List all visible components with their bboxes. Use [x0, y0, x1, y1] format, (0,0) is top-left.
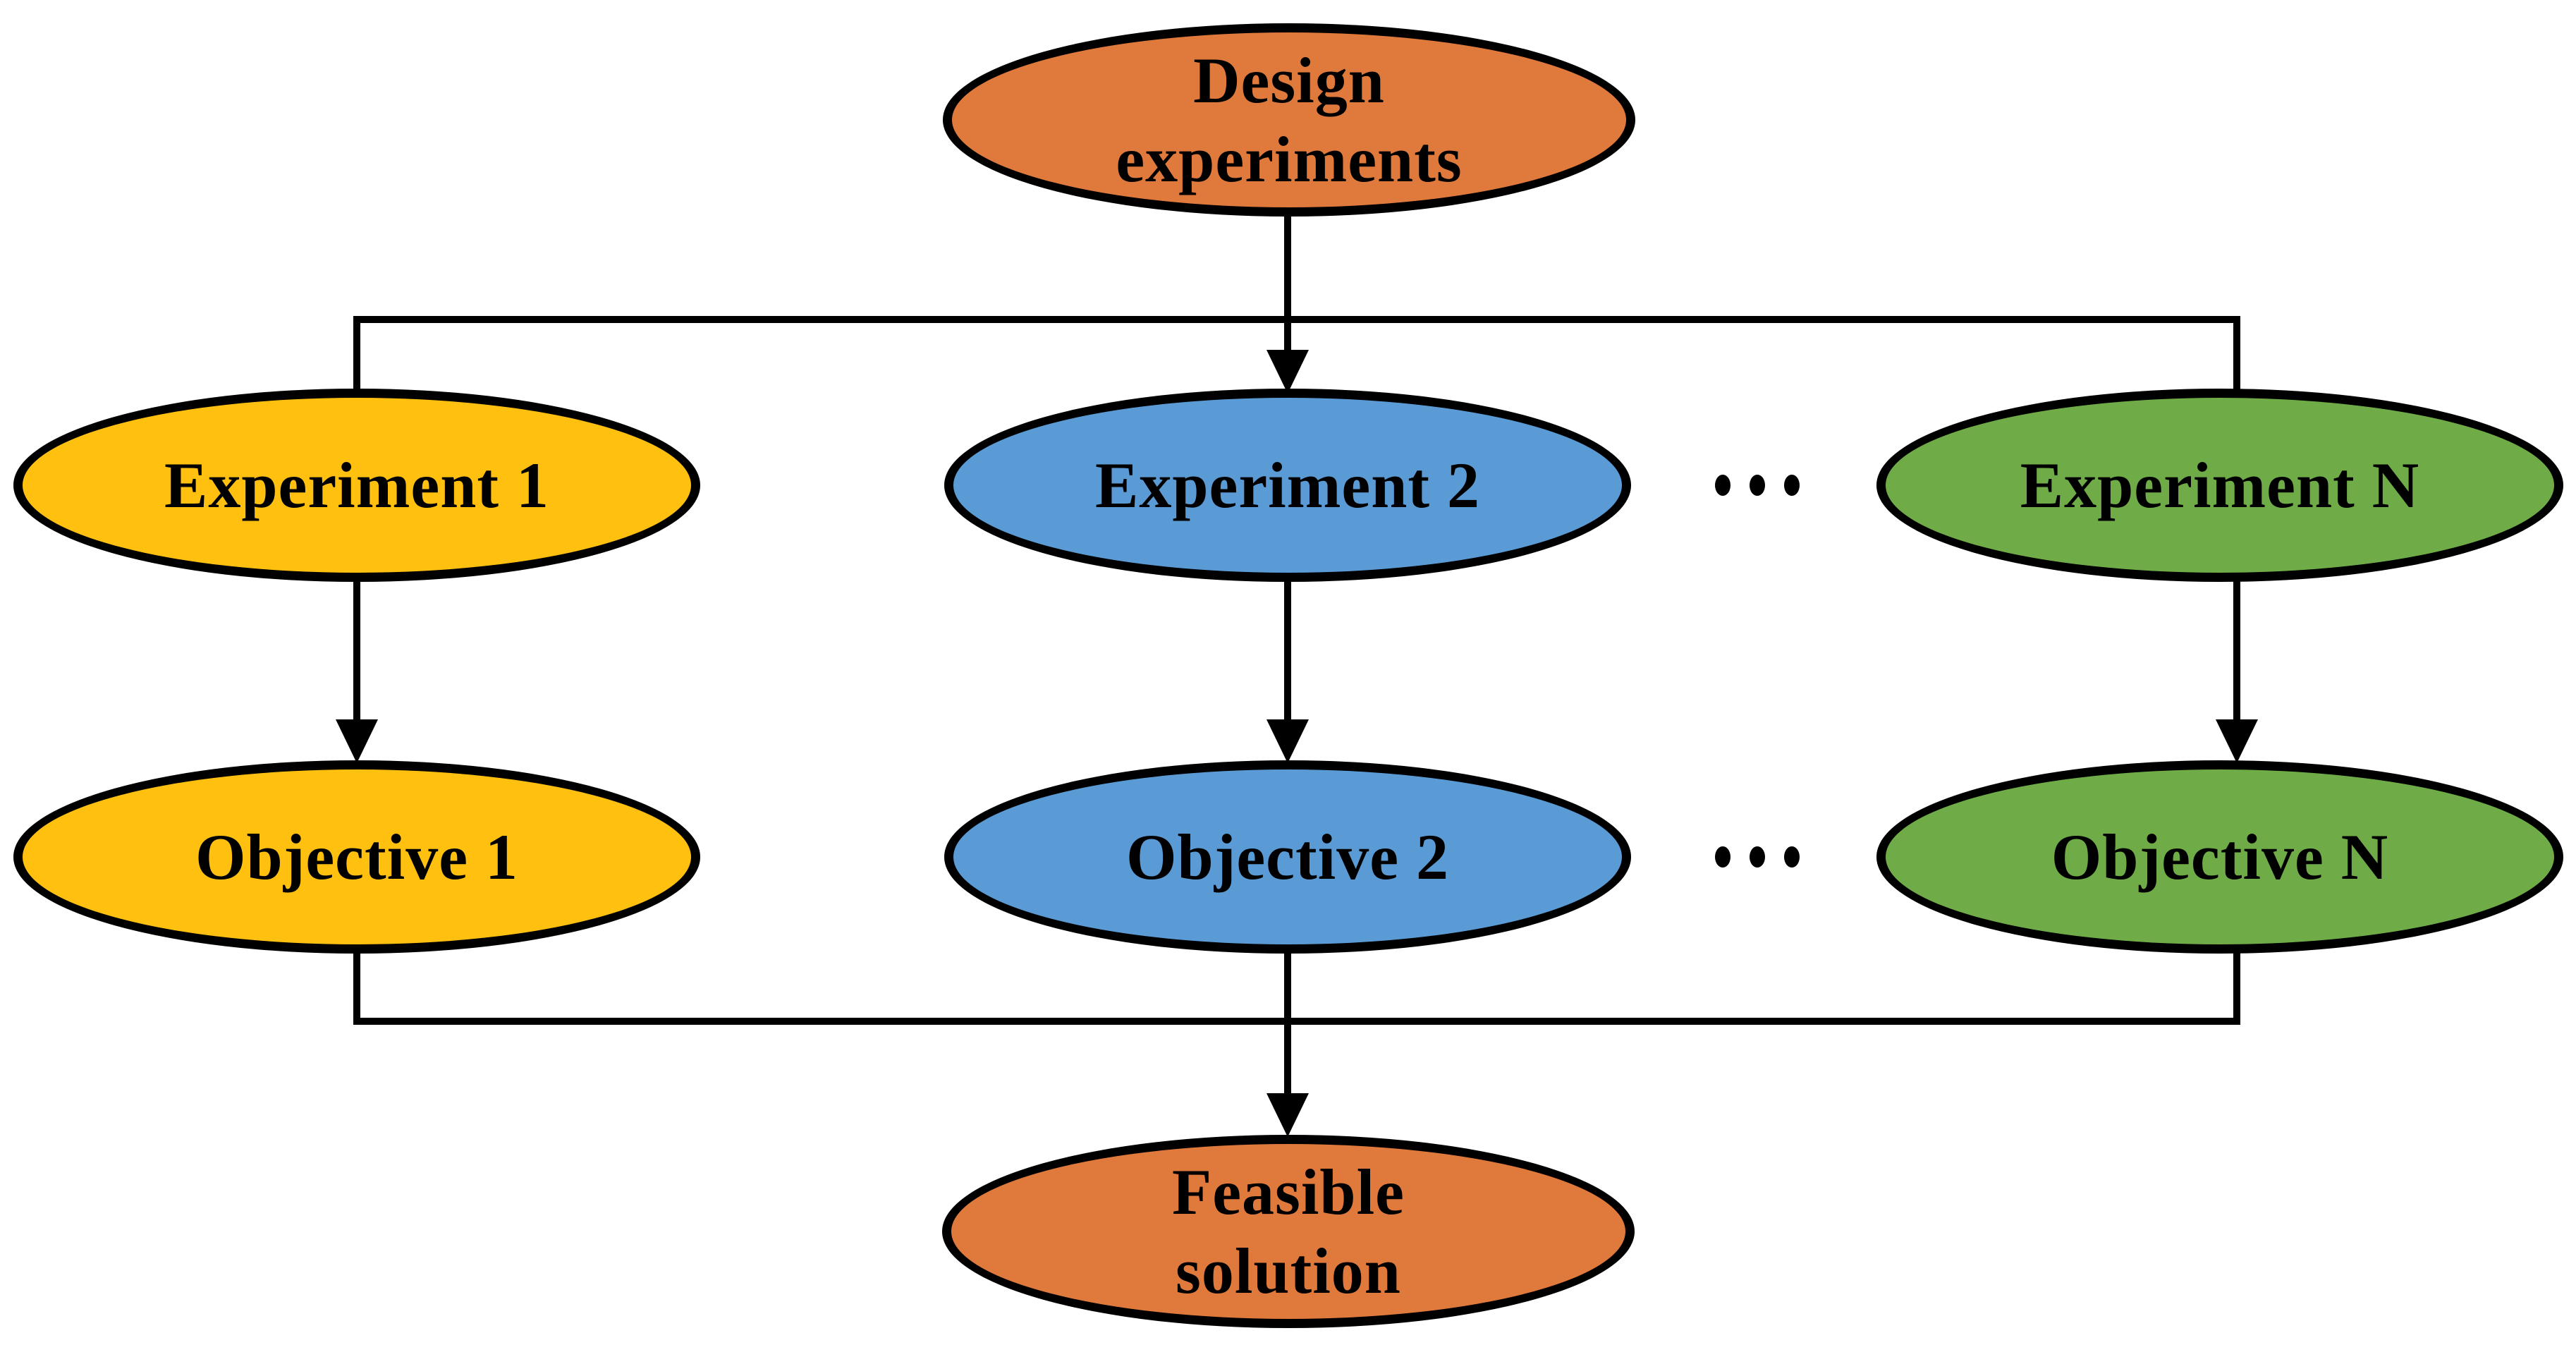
- node-label: Experiment 1: [164, 449, 550, 521]
- ellipsis-dots-objectives-row: [1715, 846, 1800, 868]
- connector-objectiveN-to-converge: [2233, 949, 2240, 1025]
- node-label: Experiment N: [2020, 449, 2420, 521]
- dot-icon: [1784, 475, 1800, 496]
- dot-icon: [1750, 475, 1765, 496]
- connector-design-to-experiment2: [1284, 210, 1291, 354]
- node-experiment-1: Experiment 1: [13, 389, 700, 582]
- node-objective-1: Objective 1: [13, 760, 700, 954]
- connector-branch-to-experiment1: [353, 316, 360, 395]
- node-label: experiments: [1116, 123, 1463, 195]
- node-experiment-n: Experiment N: [1876, 389, 2563, 582]
- node-label: Objective 2: [1125, 820, 1450, 893]
- connector-objective1-to-converge: [353, 949, 360, 1025]
- arrowhead-feasible: [1266, 1093, 1309, 1137]
- node-label: Objective N: [2051, 820, 2389, 893]
- arrowhead-objectiveN: [2216, 719, 2258, 763]
- dot-icon: [1715, 846, 1730, 868]
- node-label: Experiment 2: [1094, 449, 1481, 521]
- node-design-experiments: Design experiments: [943, 23, 1635, 217]
- arrowhead-objective2: [1266, 719, 1309, 763]
- arrowhead-objective1: [336, 719, 378, 763]
- connector-branch-to-experimentN: [2233, 316, 2240, 395]
- connector-experiment1-to-objective1: [353, 577, 360, 721]
- dot-icon: [1784, 846, 1800, 868]
- node-objective-n: Objective N: [1876, 760, 2563, 954]
- node-label: solution: [1176, 1235, 1401, 1307]
- node-feasible-solution: Feasible solution: [942, 1135, 1635, 1328]
- node-experiment-2: Experiment 2: [944, 389, 1631, 582]
- connector-converge-line-bottom: [353, 1018, 2240, 1025]
- connector-experiment2-to-objective2: [1284, 577, 1291, 721]
- node-label: Design: [1193, 44, 1385, 116]
- dot-icon: [1715, 475, 1730, 496]
- connector-branch-line-top: [353, 316, 2240, 323]
- node-objective-2: Objective 2: [944, 760, 1631, 954]
- arrowhead-experiment2: [1266, 350, 1309, 394]
- node-label: Feasible: [1172, 1155, 1405, 1228]
- node-label: Objective 1: [195, 820, 519, 893]
- connector-experimentN-to-objectiveN: [2233, 577, 2240, 721]
- dot-icon: [1750, 846, 1765, 868]
- connector-objective2-to-feasible: [1284, 949, 1291, 1095]
- ellipsis-dots-experiments-row: [1715, 475, 1800, 496]
